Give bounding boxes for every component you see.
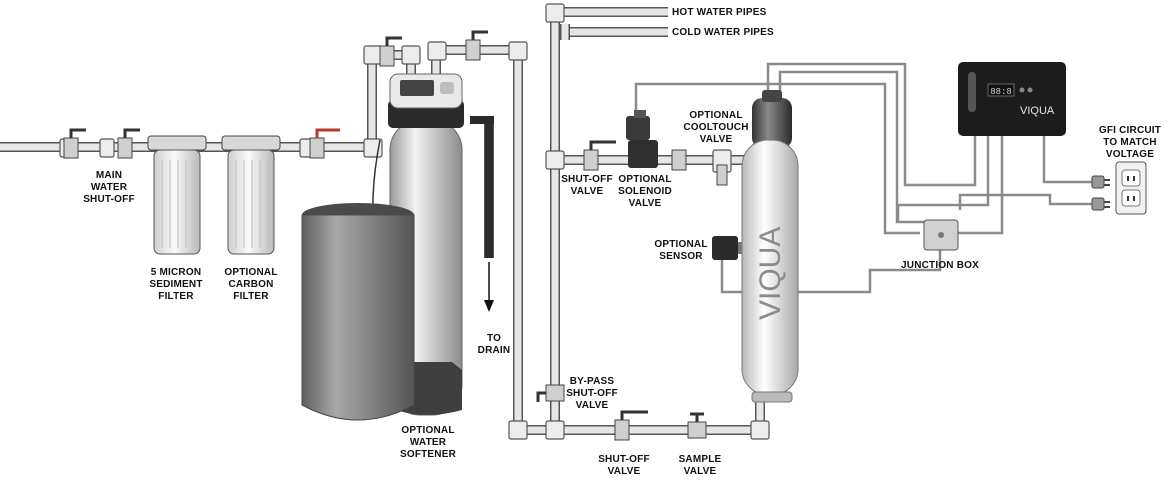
sample-valve-line: SAMPLE: [679, 454, 722, 465]
sediment-filter-line: FILTER: [158, 291, 194, 302]
hot-water-pipes-label: HOT WATER PIPES: [672, 7, 767, 18]
uv-shutoff-valve-top: [583, 140, 616, 171]
cooltouch-valve-line: COOLTOUCH: [683, 122, 748, 133]
main-shutoff-line: MAIN: [96, 170, 122, 181]
shutoff-valve-bottom-label: SHUT-OFF VALVE: [598, 454, 650, 477]
shutoff-valve-top-line: SHUT-OFF: [561, 174, 613, 185]
filter-outlet-valve: [309, 128, 340, 159]
cable-controller-to-junction: [896, 135, 990, 222]
cooltouch-valve-body: [671, 149, 728, 186]
valves: [63, 30, 728, 441]
shutoff-valve-bottom-line: VALVE: [608, 466, 641, 477]
cable-controller-power: [1042, 135, 1094, 184]
bypass-shutoff-valve: [536, 384, 565, 402]
cooltouch-valve-label: OPTIONAL COOLTOUCH VALVE: [683, 110, 748, 145]
uv-shutoff-valve-bottom: [614, 410, 648, 441]
bypass-valve-line: BY-PASS: [570, 376, 615, 387]
sample-valve-label: SAMPLE VALVE: [679, 454, 722, 477]
cable-lamp-to-controller: [766, 62, 977, 187]
main-shutoff-valve: [63, 128, 86, 159]
cooltouch-valve-line: OPTIONAL: [689, 110, 742, 121]
gfi-circuit-line: VOLTAGE: [1106, 149, 1154, 160]
softener-inlet-valve: [379, 36, 402, 67]
sediment-filter-label: 5 MICRON SEDIMENT FILTER: [149, 267, 202, 302]
sediment-filter: [147, 135, 207, 255]
to-drain-line: DRAIN: [478, 345, 511, 356]
power-plugs: [1091, 175, 1110, 211]
main-shutoff-label: MAIN WATER SHUT-OFF: [83, 170, 135, 205]
cold-water-pipes-label: COLD WATER PIPES: [672, 27, 774, 38]
drain-arrow-icon: [484, 262, 494, 312]
gfi-circuit-line: GFI CIRCUIT: [1099, 125, 1161, 136]
cable-junction-power: [958, 193, 1094, 210]
inlet-valve: [117, 128, 140, 159]
shutoff-valve-top-line: VALVE: [571, 186, 604, 197]
carbon-filter: [221, 135, 281, 255]
cable-lamp-to-junction: [778, 70, 930, 224]
controller-logo: VIQUA: [1020, 105, 1055, 117]
controller-display: 88:8: [990, 87, 1012, 97]
softener-display: [400, 80, 434, 96]
uv-chamber-logo: VIQUA: [754, 227, 787, 320]
cable-junction-to-sensor: [790, 248, 942, 294]
water-softener-line: WATER: [410, 437, 447, 448]
bypass-valve-line: VALVE: [576, 400, 609, 411]
carbon-filter-line: FILTER: [233, 291, 269, 302]
water-softener-line: SOFTENER: [400, 449, 457, 460]
junction-box-label: JUNCTION BOX: [901, 260, 979, 271]
main-shutoff-line: WATER: [91, 182, 128, 193]
shutoff-valve-top-label: SHUT-OFF VALVE: [561, 174, 613, 197]
main-shutoff-line: SHUT-OFF: [83, 194, 135, 205]
sensor-label: OPTIONAL SENSOR: [654, 239, 707, 262]
softener-outlet-valve: [465, 30, 488, 61]
gfi-circuit-label: GFI CIRCUIT TO MATCH VOLTAGE: [1099, 125, 1161, 160]
sample-valve: [687, 412, 707, 439]
solenoid-valve-line: SOLENOID: [618, 186, 672, 197]
carbon-filter-line: CARBON: [228, 279, 273, 290]
junction-box: [923, 219, 959, 251]
gfi-circuit-line: TO MATCH: [1103, 137, 1156, 148]
water-softener-label: OPTIONAL WATER SOFTENER: [400, 425, 457, 460]
water-softener: [301, 73, 464, 421]
sediment-filter-line: 5 MICRON: [151, 267, 202, 278]
sample-valve-line: VALVE: [684, 466, 717, 477]
solenoid-valve-line: VALVE: [629, 198, 662, 209]
electrical-cables: [634, 62, 1094, 294]
brine-tank: [301, 203, 415, 421]
controller-button: [1019, 87, 1025, 93]
solenoid-valve: [626, 110, 658, 168]
sensor-line: SENSOR: [659, 251, 703, 262]
controller-button: [1027, 87, 1033, 93]
lamp-icon: [968, 72, 976, 112]
bypass-valve-label: BY-PASS SHUT-OFF VALVE: [566, 376, 618, 411]
sensor-line: OPTIONAL: [654, 239, 707, 250]
uv-controller: 88:8 VIQUA: [958, 62, 1066, 136]
to-drain-label: TO DRAIN: [478, 333, 511, 356]
bypass-valve-line: SHUT-OFF: [566, 388, 618, 399]
shutoff-valve-bottom-line: SHUT-OFF: [598, 454, 650, 465]
solenoid-valve-label: OPTIONAL SOLENOID VALVE: [618, 174, 672, 209]
to-drain-line: TO: [487, 333, 501, 344]
carbon-filter-line: OPTIONAL: [224, 267, 277, 278]
carbon-filter-label: OPTIONAL CARBON FILTER: [224, 267, 277, 302]
cooltouch-valve-line: VALVE: [700, 134, 733, 145]
cable-sensor: [720, 250, 750, 294]
sediment-filter-line: SEDIMENT: [149, 279, 202, 290]
gfi-outlet: [1115, 161, 1147, 215]
uv-chamber: VIQUA: [741, 90, 799, 403]
solenoid-valve-line: OPTIONAL: [618, 174, 671, 185]
cable-solenoid: [634, 82, 920, 235]
cable-junction-to-controller: [958, 135, 1004, 235]
water-softener-line: OPTIONAL: [401, 425, 454, 436]
